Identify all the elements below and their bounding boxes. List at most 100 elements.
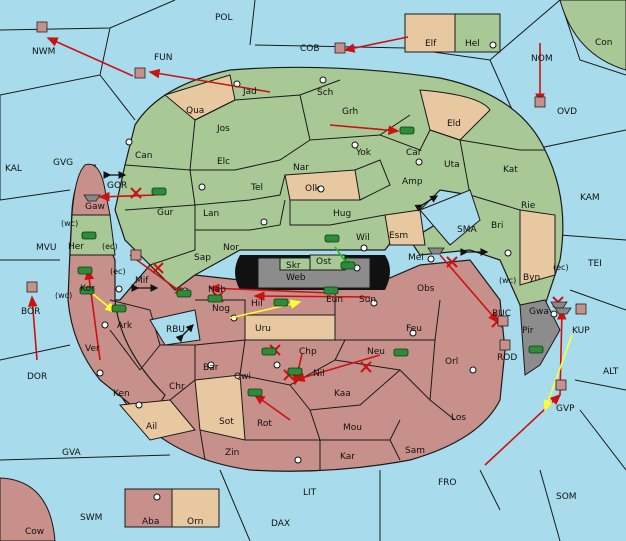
svg-text:Web: Web [286, 273, 306, 283]
svg-text:Chp: Chp [299, 347, 317, 357]
svg-text:Gur: Gur [157, 208, 174, 218]
svg-text:Ost: Ost [316, 257, 332, 267]
label-fro: FRO [438, 478, 457, 488]
svg-text:Can: Can [135, 151, 153, 161]
svg-text:Uru: Uru [255, 324, 271, 334]
territory-ost[interactable] [309, 254, 346, 271]
svg-text:Grh: Grh [342, 107, 358, 117]
svg-text:(wc): (wc) [61, 219, 78, 228]
svg-text:Kor: Kor [80, 284, 95, 294]
label-kal: KAL [5, 164, 22, 174]
territory-labels: Jad Sch Qua Jos Grh Eld Can Elc Nar Yok … [68, 87, 590, 527]
svg-text:Skr: Skr [286, 261, 301, 271]
svg-text:Feu: Feu [406, 324, 422, 334]
label-cob: COB [300, 44, 320, 54]
svg-text:Kat: Kat [503, 165, 518, 175]
svg-text:Car: Car [406, 148, 422, 158]
gray-units[interactable] [83, 194, 572, 315]
svg-text:Jad: Jad [242, 87, 257, 97]
label-cow: Cow [25, 527, 44, 537]
red-units[interactable] [26, 21, 587, 391]
svg-text:(wc): (wc) [55, 291, 72, 300]
label-sma: SMA [457, 225, 477, 235]
svg-text:KUP: KUP [572, 326, 590, 336]
svg-text:Sam: Sam [405, 446, 425, 456]
svg-text:Nil: Nil [313, 369, 325, 379]
label-kam: KAM [580, 193, 600, 203]
svg-text:Qwi: Qwi [234, 372, 251, 382]
label-elf: Elf [425, 39, 437, 49]
svg-text:(ec): (ec) [110, 267, 126, 276]
label-som: SOM [556, 492, 577, 502]
label-nwm: NWM [32, 47, 55, 57]
label-bor: BOR [21, 307, 40, 317]
territory-sot[interactable] [194, 374, 246, 441]
svg-text:Uta: Uta [444, 160, 460, 170]
svg-text:(ec): (ec) [102, 242, 118, 251]
svg-text:Ark: Ark [117, 321, 133, 331]
island-elf[interactable] [404, 13, 456, 53]
label-con: Con [595, 38, 613, 48]
green-units[interactable] [77, 126, 544, 397]
svg-text:Neu: Neu [367, 347, 385, 357]
svg-text:Sch: Sch [317, 88, 333, 98]
territory-eld[interactable] [419, 89, 491, 141]
label-dax: DAX [271, 519, 290, 529]
label-gva: GVA [62, 448, 82, 458]
label-lit: LIT [303, 488, 317, 498]
label-alt: ALT [603, 367, 619, 377]
label-ovd: OVD [557, 107, 577, 117]
svg-text:Jos: Jos [216, 124, 230, 134]
svg-text:Ver: Ver [85, 344, 100, 354]
svg-text:(ec): (ec) [553, 263, 569, 272]
label-pol: POL [215, 13, 233, 23]
svg-text:Mou: Mou [343, 423, 362, 433]
svg-text:Nor: Nor [223, 243, 239, 253]
svg-text:Rie: Rie [521, 201, 536, 211]
territory-olk[interactable] [284, 169, 361, 201]
coast-labels: (wc) (ec) (ec) (wc) (wc) (ec) [55, 219, 569, 300]
svg-text:Ken: Ken [113, 389, 130, 399]
svg-text:Sot: Sot [219, 417, 234, 427]
label-rbu: RBU [166, 325, 185, 335]
svg-text:Olk: Olk [305, 184, 321, 194]
island-aba[interactable] [124, 488, 173, 528]
svg-text:Bar: Bar [203, 363, 219, 373]
label-gvg: GVG [53, 158, 73, 168]
svg-text:Los: Los [451, 413, 466, 423]
territory-ail[interactable] [118, 399, 196, 441]
territory-esm[interactable] [384, 209, 426, 246]
territory-borders [109, 79, 545, 470]
svg-text:Her: Her [68, 242, 84, 252]
svg-text:(wc): (wc) [499, 276, 516, 285]
svg-text:Sun: Sun [359, 295, 376, 305]
territory-gaw[interactable] [71, 163, 111, 216]
label-rod: ROD [497, 353, 517, 363]
svg-text:GOR: GOR [107, 181, 127, 191]
label-dor: DOR [27, 372, 47, 382]
svg-text:Qua: Qua [186, 106, 204, 116]
svg-text:Eld: Eld [447, 119, 461, 129]
strait-sma[interactable] [419, 189, 481, 246]
island-orn[interactable] [171, 488, 220, 528]
svg-text:Nar: Nar [293, 163, 309, 173]
svg-text:Amp: Amp [402, 177, 423, 187]
svg-text:Rot: Rot [257, 419, 272, 429]
svg-text:Ail: Ail [146, 422, 157, 432]
svg-text:Hug: Hug [333, 209, 351, 219]
svg-text:BUC: BUC [492, 309, 511, 319]
svg-text:Bri: Bri [491, 221, 503, 231]
svg-text:Orn: Orn [187, 517, 203, 527]
label-hel: Hel [465, 39, 480, 49]
svg-text:Elc: Elc [217, 157, 230, 167]
svg-text:Zin: Zin [225, 448, 239, 458]
svg-text:Pir: Pir [522, 326, 534, 336]
svg-text:Mif: Mif [135, 276, 149, 286]
svg-text:Sap: Sap [194, 253, 211, 263]
svg-text:Nog: Nog [212, 304, 230, 314]
territory-pir[interactable] [519, 299, 561, 376]
svg-text:Eun: Eun [326, 295, 343, 305]
